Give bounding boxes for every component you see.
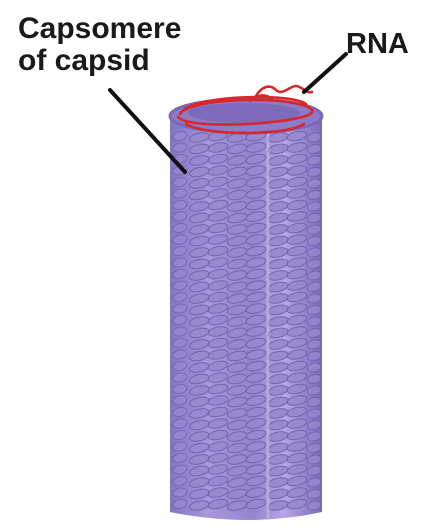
capsomere-label-line1: Capsomere [18, 14, 181, 44]
rna-label: RNA [346, 30, 409, 59]
capsomere-label-line2: of capsid [18, 46, 181, 76]
rna-leader-line [304, 54, 346, 92]
capsomere-label: Capsomere of capsid [18, 14, 181, 76]
